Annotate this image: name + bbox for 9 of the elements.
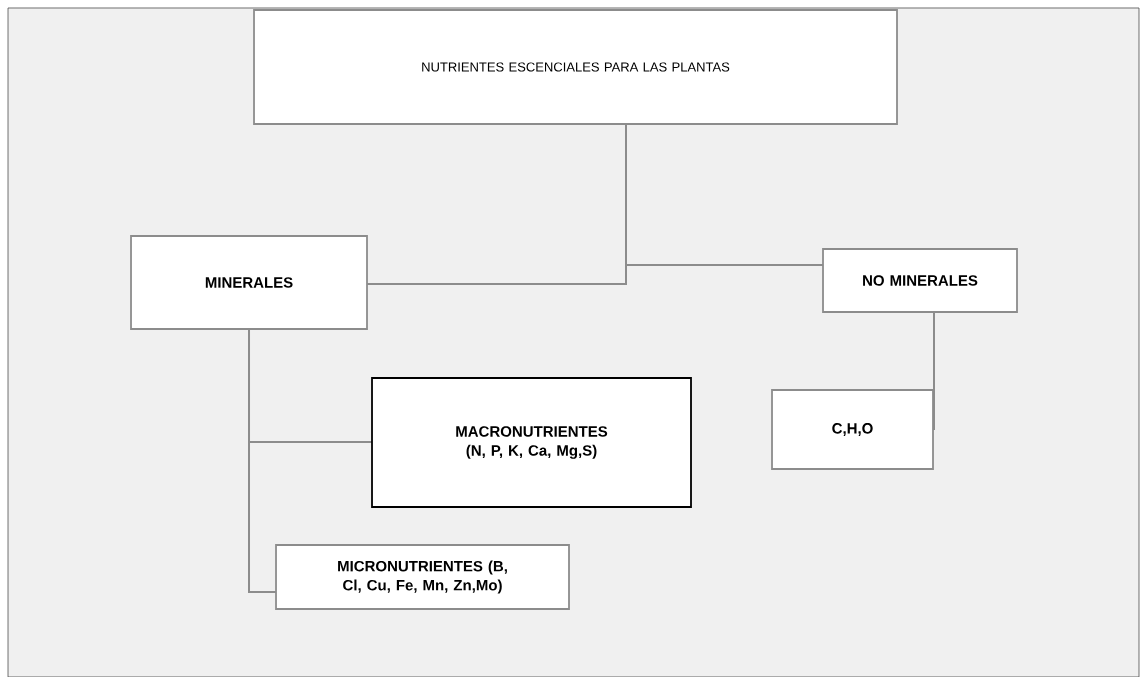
connector-line (933, 311, 935, 431)
text-box: MICRONUTRIENTES (B, Cl, Cu, Fe, Mn, Zn,Mo) (275, 544, 570, 610)
text-box: NO MINERALES (822, 248, 1018, 313)
connector-line (625, 123, 824, 266)
connector-line (248, 328, 277, 593)
text-box: NUTRIENTES ESCENCIALES PARA LAS PLANTAS (253, 9, 898, 125)
text-box: C,H,O (771, 389, 934, 470)
text-box: MINERALES (130, 235, 368, 330)
text-box: MACRONUTRIENTES (N, P, K, Ca, Mg,S) (371, 377, 692, 508)
